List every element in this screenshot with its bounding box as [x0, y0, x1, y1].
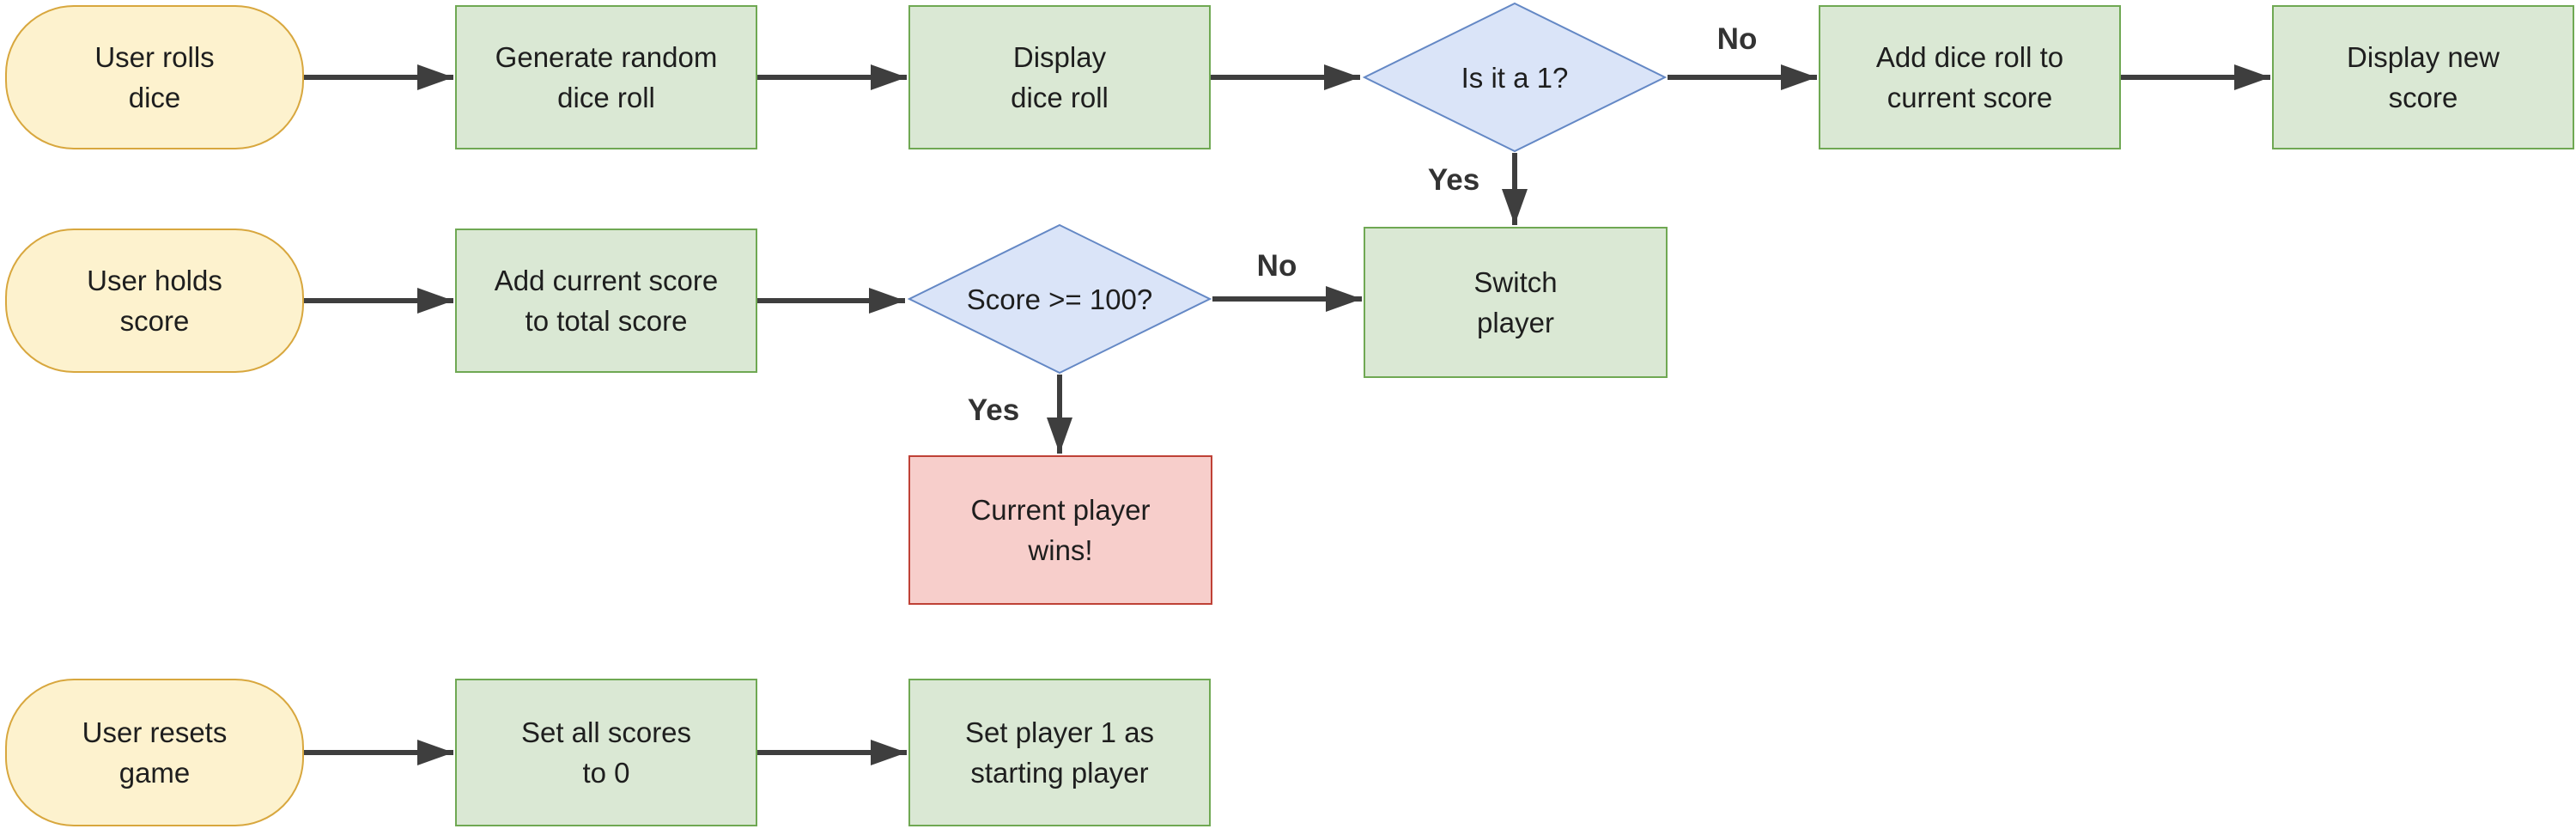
node-switch-player: Switch player: [1364, 227, 1668, 378]
node-user-rolls-dice: User rolls dice: [5, 5, 304, 149]
node-display-new-score-label: Display new score: [2347, 41, 2500, 113]
node-add-dice-roll-to-current-score-label: Add dice roll to current score: [1875, 41, 2064, 113]
node-add-dice-roll-to-current-score: Add dice roll to current score: [1819, 5, 2121, 149]
diamond-shape: [1362, 2, 1668, 153]
node-set-player-1-as-starting-label: Set player 1 as starting player: [964, 716, 1155, 789]
edge-label-score100-yes: Yes: [967, 393, 1020, 427]
node-user-resets-game-label: User resets game: [82, 716, 228, 789]
node-score-gte-100-label: Score >= 100?: [966, 283, 1153, 315]
node-add-current-score-to-total-label: Add current score to total score: [494, 265, 719, 337]
edge-label-score100-no: No: [1256, 249, 1297, 283]
node-user-holds-score-label: User holds score: [87, 265, 222, 337]
node-generate-random-dice-roll-label: Generate random dice roll: [495, 41, 718, 113]
node-user-holds-score: User holds score: [5, 229, 304, 373]
node-display-dice-roll: Display dice roll: [908, 5, 1211, 149]
node-is-it-a-1: Is it a 1?: [1362, 2, 1668, 153]
node-set-all-scores-to-0-label: Set all scores to 0: [520, 716, 692, 789]
node-set-player-1-as-starting: Set player 1 as starting player: [908, 679, 1211, 826]
node-set-all-scores-to-0: Set all scores to 0: [455, 679, 757, 826]
node-display-dice-roll-label: Display dice roll: [1011, 41, 1109, 113]
node-generate-random-dice-roll: Generate random dice roll: [455, 5, 757, 149]
node-add-current-score-to-total: Add current score to total score: [455, 229, 757, 373]
node-current-player-wins: Current player wins!: [908, 455, 1212, 605]
edge-label-is1-yes: Yes: [1427, 163, 1480, 197]
node-score-gte-100: Score >= 100?: [907, 223, 1212, 375]
node-switch-player-label: Switch player: [1473, 266, 1558, 338]
node-user-resets-game: User resets game: [5, 679, 304, 826]
node-user-rolls-dice-label: User rolls dice: [94, 41, 215, 113]
node-current-player-wins-label: Current player wins!: [970, 494, 1151, 566]
node-display-new-score: Display new score: [2272, 5, 2574, 149]
diamond-shape: [907, 223, 1212, 375]
edge-label-is1-no: No: [1716, 22, 1758, 56]
node-is-it-a-1-label: Is it a 1?: [1461, 61, 1569, 94]
